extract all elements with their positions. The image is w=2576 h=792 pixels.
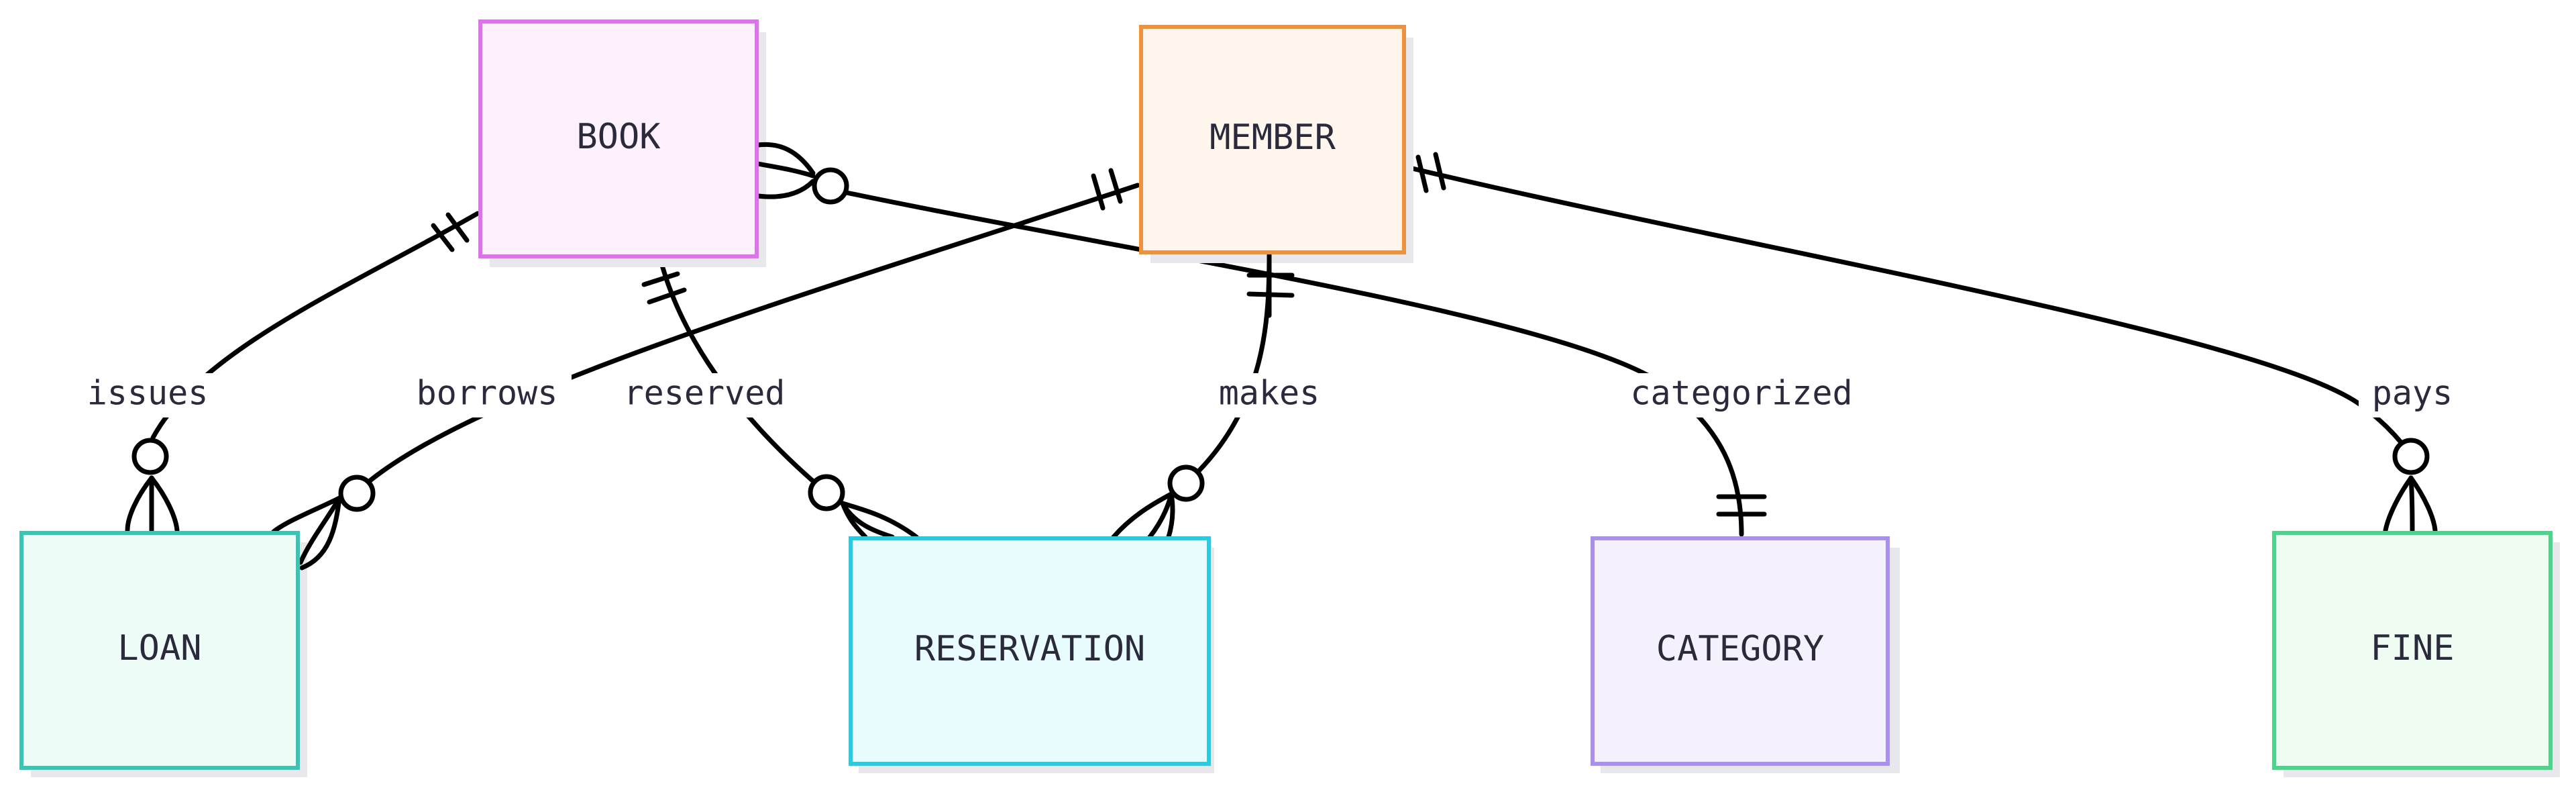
rel-reserved-label: reserved: [624, 374, 786, 413]
rel-pays[interactable]: pays: [2359, 373, 2469, 417]
entity-category-label: CATEGORY: [1656, 629, 1824, 669]
mark-circle: [2392, 438, 2430, 475]
entity-category-box: [1591, 536, 1890, 766]
mark-circle: [808, 474, 845, 511]
mark-circle: [131, 438, 169, 475]
entity-member-box: [1139, 25, 1406, 254]
rel-categorized-label: categorized: [1630, 374, 1852, 413]
edge-categorized: [828, 187, 1744, 537]
rel-borrows-label: borrows: [417, 374, 558, 413]
mark-exactly-one-reserved-book: [641, 271, 687, 305]
entity-reservation-label: RESERVATION: [914, 629, 1145, 669]
mark-zero-or-many-issues-loan: [125, 438, 180, 533]
mark-zero-or-many-reserved-reservation: [808, 474, 919, 540]
rel-issues[interactable]: issues: [80, 373, 215, 417]
edge-pays: [1401, 164, 2414, 459]
rel-pays-label: pays: [2372, 374, 2453, 413]
mark-zero-or-many-pays-fine: [2383, 438, 2438, 533]
cardinality-marks: [125, 142, 2438, 571]
entity-loan-label: LOAN: [117, 628, 201, 669]
rel-makes-label: makes: [1219, 374, 1320, 413]
mark-zero-or-many-borrows-loan: [271, 475, 376, 571]
entities: BOOK MEMBER LOAN RESERVATION CATEGORY FI…: [19, 19, 2553, 770]
relationship-labels: issues borrows reserved makes categorize…: [80, 373, 2469, 417]
entity-member-label: MEMBER: [1210, 117, 1336, 158]
rel-reserved[interactable]: reserved: [612, 373, 797, 417]
entity-book-label: BOOK: [576, 117, 661, 157]
entity-fine-box: [2272, 531, 2553, 770]
entity-book[interactable]: BOOK: [478, 19, 759, 258]
entity-reservation[interactable]: RESERVATION: [849, 536, 1211, 766]
mark-exactly-one-categorized-category: [1716, 494, 1767, 517]
mark-circle: [338, 475, 376, 512]
entity-loan[interactable]: LOAN: [19, 531, 300, 770]
entity-fine-label: FINE: [2370, 628, 2454, 669]
rel-borrows[interactable]: borrows: [402, 373, 572, 417]
entity-member[interactable]: MEMBER: [1139, 25, 1406, 254]
entity-book-box: [478, 19, 759, 258]
mark-zero-or-many-makes-reservation: [1111, 464, 1205, 540]
rel-makes[interactable]: makes: [1201, 373, 1335, 417]
rel-issues-label: issues: [87, 374, 209, 413]
mark-exactly-one-pays-member: [1415, 152, 1446, 193]
mark-circle: [812, 167, 849, 205]
mark-exactly-one-makes-member: [1246, 252, 1295, 318]
rel-categorized[interactable]: categorized: [1623, 373, 1858, 417]
edge-borrows: [353, 183, 1140, 496]
entity-reservation-box: [849, 536, 1211, 766]
entity-category[interactable]: CATEGORY: [1591, 536, 1890, 766]
mark-circle: [1167, 464, 1205, 502]
entity-fine[interactable]: FINE: [2272, 531, 2553, 770]
mark-exactly-one-issues-book: [431, 212, 470, 252]
entity-loan-box: [19, 531, 300, 770]
mark-exactly-one-borrows-member: [1091, 168, 1123, 211]
edge-makes: [1183, 249, 1272, 486]
mark-zero-or-many-categorized-book: [755, 142, 849, 205]
